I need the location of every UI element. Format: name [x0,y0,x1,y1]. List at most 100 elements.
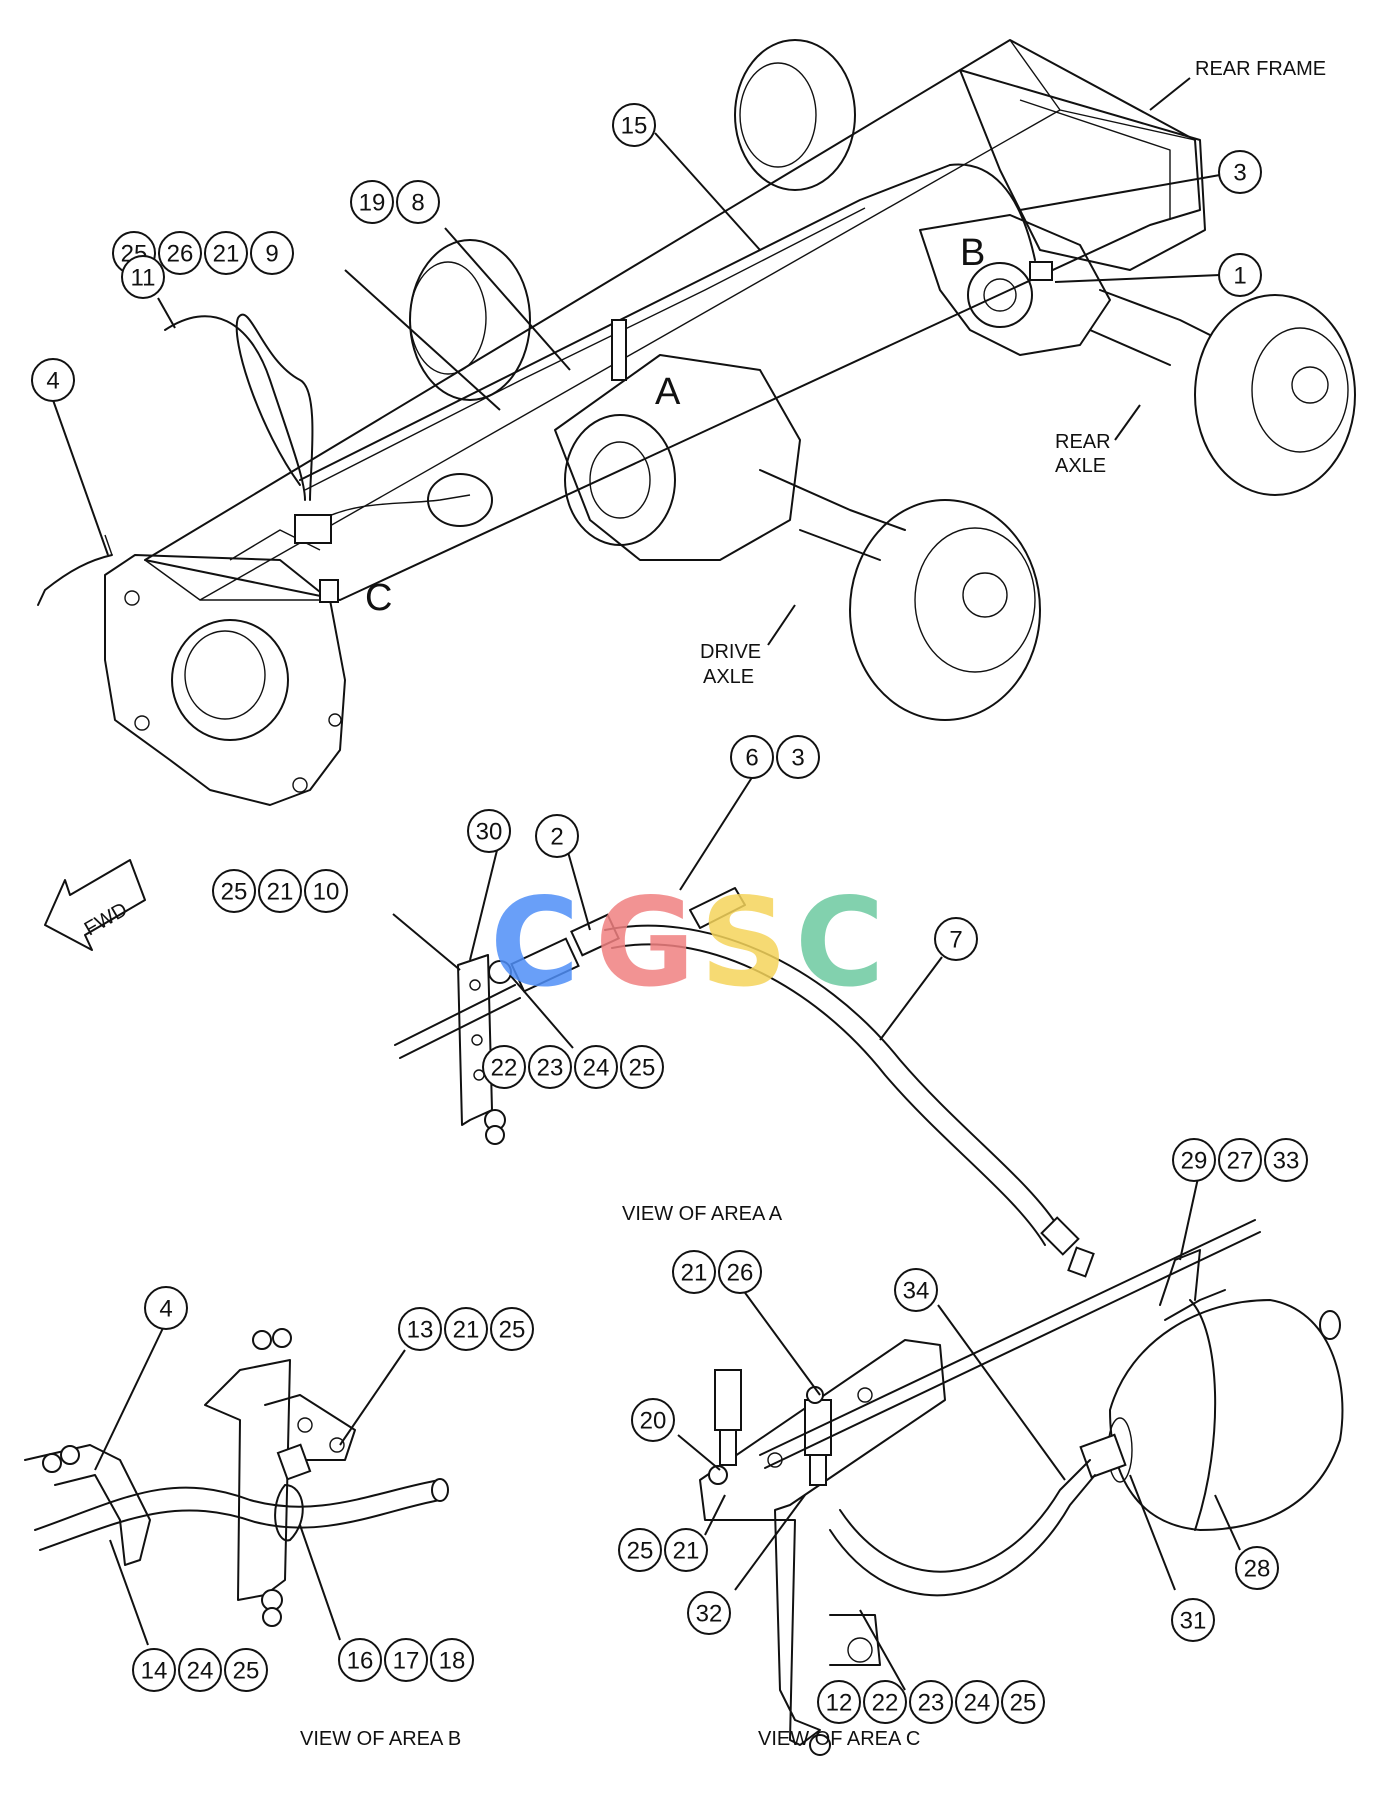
callout-number: 30 [476,819,503,846]
callout-circle [631,1398,675,1442]
area-c-marker: C [365,577,392,619]
callout-circle [1171,1598,1215,1642]
callout-circle [490,1307,534,1351]
callout-circle [863,1680,907,1724]
callout-number: 18 [439,1648,466,1675]
callout-circle [1235,1546,1279,1590]
callout-group: 1 [1218,253,1262,297]
callout-circle [338,1638,382,1682]
callout-group: 2 [535,814,579,858]
callout-number: 9 [265,241,278,268]
callout-circle [535,814,579,858]
callout-circle [817,1680,861,1724]
callout-number: 12 [826,1690,853,1717]
watermark-letter: S [700,872,788,1014]
fwd-arrow: FWD [44,859,146,951]
callout-circle [528,1045,572,1089]
drive-axle-label-line1: DRIVE [700,641,761,663]
callout-group: 31 [1171,1598,1215,1642]
callout-number: 25 [233,1658,260,1685]
callout-circle [730,735,774,779]
callout-group: 12 22 23 24 25 [817,1680,1045,1724]
callout-circle [934,917,978,961]
callout-group: 19 8 [350,180,440,224]
callout-number: 1 [1233,263,1246,290]
callout-group: 28 [1235,1546,1279,1590]
callout-number: 25 [1010,1690,1037,1717]
callout-circle [1172,1138,1216,1182]
main-view-leader-lines [52,132,1221,556]
callout-circle [718,1250,762,1294]
watermark-letter: C [490,872,580,1014]
callout-number: 25 [629,1055,656,1082]
view-area-a-leader-lines [392,767,943,1049]
rear-axle-label-line1: REAR [1055,431,1111,453]
callout-number: 15 [621,113,648,140]
callout-number: 8 [411,190,424,217]
callout-circle [664,1528,708,1572]
callout-circle [31,358,75,402]
callout-circle [1264,1138,1308,1182]
callout-circle [212,869,256,913]
callout-group: 20 [631,1398,675,1442]
callout-group: 15 [612,103,656,147]
fwd-label: FWD [81,899,131,941]
callout-circle [304,869,348,913]
callout-circle [620,1045,664,1089]
callout-number: 13 [407,1317,434,1344]
callout-number: 4 [159,1296,172,1323]
callout-number: 21 [213,241,240,268]
callout-number: 3 [791,745,804,772]
callout-number: 22 [491,1055,518,1082]
view-area-b-title: VIEW OF AREA B [300,1728,461,1750]
callout-number: 10 [313,879,340,906]
callout-number: 25 [499,1317,526,1344]
callout-number: 21 [267,879,294,906]
callout-number: 26 [727,1260,754,1287]
callout-circle [121,255,165,299]
callout-circle [574,1045,618,1089]
callout-circle [1218,150,1262,194]
callout-group: 4 [144,1286,188,1330]
callout-number: 19 [359,190,386,217]
callout-number: 22 [872,1690,899,1717]
callout-circle [894,1268,938,1312]
view-area-b-leader-lines [94,1327,406,1646]
callout-group: 30 [467,809,511,853]
callout-circle [144,1286,188,1330]
callout-circle [482,1045,526,1089]
callout-number: 7 [949,927,962,954]
callout-circle [618,1528,662,1572]
callout-group: 11 [121,255,165,299]
drive-axle-label-line2: AXLE [703,666,754,688]
view-area-c-illustration [699,1219,1344,1756]
callout-number: 20 [640,1408,667,1435]
callout-number: 24 [964,1690,991,1717]
area-b-marker: B [960,232,985,274]
callout-group: 34 [894,1268,938,1312]
callout-circle [612,103,656,147]
callout-circle [258,869,302,913]
watermark-letter: C [795,872,885,1014]
callout-circle [178,1648,222,1692]
callout-group: 7 [934,917,978,961]
callout-number: 25 [627,1538,654,1565]
callout-circle [444,1307,488,1351]
cgsc-watermark: C G S C [490,872,885,1014]
callout-number: 28 [1244,1556,1271,1583]
callout-circle [350,180,394,224]
view-area-c-leader-lines [677,1177,1241,1691]
callout-number: 24 [187,1658,214,1685]
area-a-marker: A [655,371,681,413]
callout-number: 23 [918,1690,945,1717]
callout-circle [672,1250,716,1294]
callout-number: 21 [681,1260,708,1287]
callout-number: 6 [745,745,758,772]
